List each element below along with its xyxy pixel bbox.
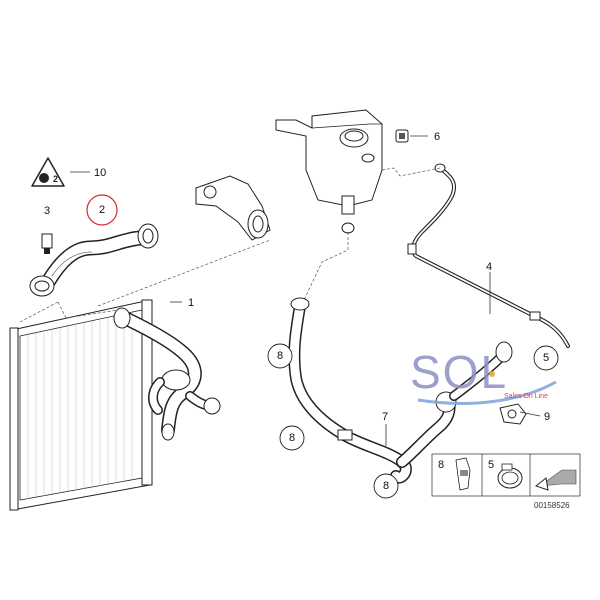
thermostat-housing: [195, 175, 271, 241]
callout-6: 6: [434, 131, 440, 143]
arrow-symbol-icon: [534, 469, 577, 491]
callout-5: 5: [543, 352, 549, 364]
callout-circle-8a: [267, 343, 293, 369]
callout-8b: 8: [289, 432, 295, 444]
upper-radiator-hose: [29, 223, 159, 297]
callout-8a: 8: [277, 350, 283, 362]
callout-circle-8b: [279, 425, 305, 451]
temperature-sensor: [41, 233, 53, 254]
hose-clamp-5-icon: [497, 463, 523, 489]
warning-symbol-number: 2: [53, 174, 58, 184]
lower-radiator-hose: [113, 307, 221, 441]
cap-part-6: [395, 129, 409, 143]
callout-10: 10: [94, 167, 106, 179]
callout-circle-8c: [373, 473, 399, 499]
callout-7: 7: [382, 411, 388, 423]
expansion-tank: [275, 109, 383, 234]
legend-label-5: 5: [488, 459, 494, 471]
callout-circle-2: [86, 194, 118, 226]
legend-label-8: 8: [438, 459, 444, 471]
diagram-id: 00158526: [534, 501, 570, 510]
watermark-tagline: Sales On Line: [504, 393, 548, 400]
callout-circle-5: [533, 345, 559, 371]
legend-box: 8 5: [431, 453, 581, 497]
coolant-hose-7: [288, 297, 513, 484]
watermark-logo: SOL Sales On Line: [410, 346, 557, 405]
vent-line: [407, 163, 570, 348]
clip-8-icon: [455, 457, 471, 491]
valve-part-9: [499, 403, 527, 425]
watermark-accent-dot: [489, 371, 495, 377]
callout-3: 3: [44, 205, 50, 217]
watermark-swoosh: [417, 380, 557, 405]
radiator: [9, 299, 153, 511]
callout-9: 9: [544, 411, 550, 423]
callout-1: 1: [188, 297, 194, 309]
callout-8c: 8: [383, 480, 389, 492]
warning-triangle: 2: [31, 157, 65, 187]
callout-2: 2: [99, 204, 105, 216]
callout-4: 4: [486, 261, 492, 273]
